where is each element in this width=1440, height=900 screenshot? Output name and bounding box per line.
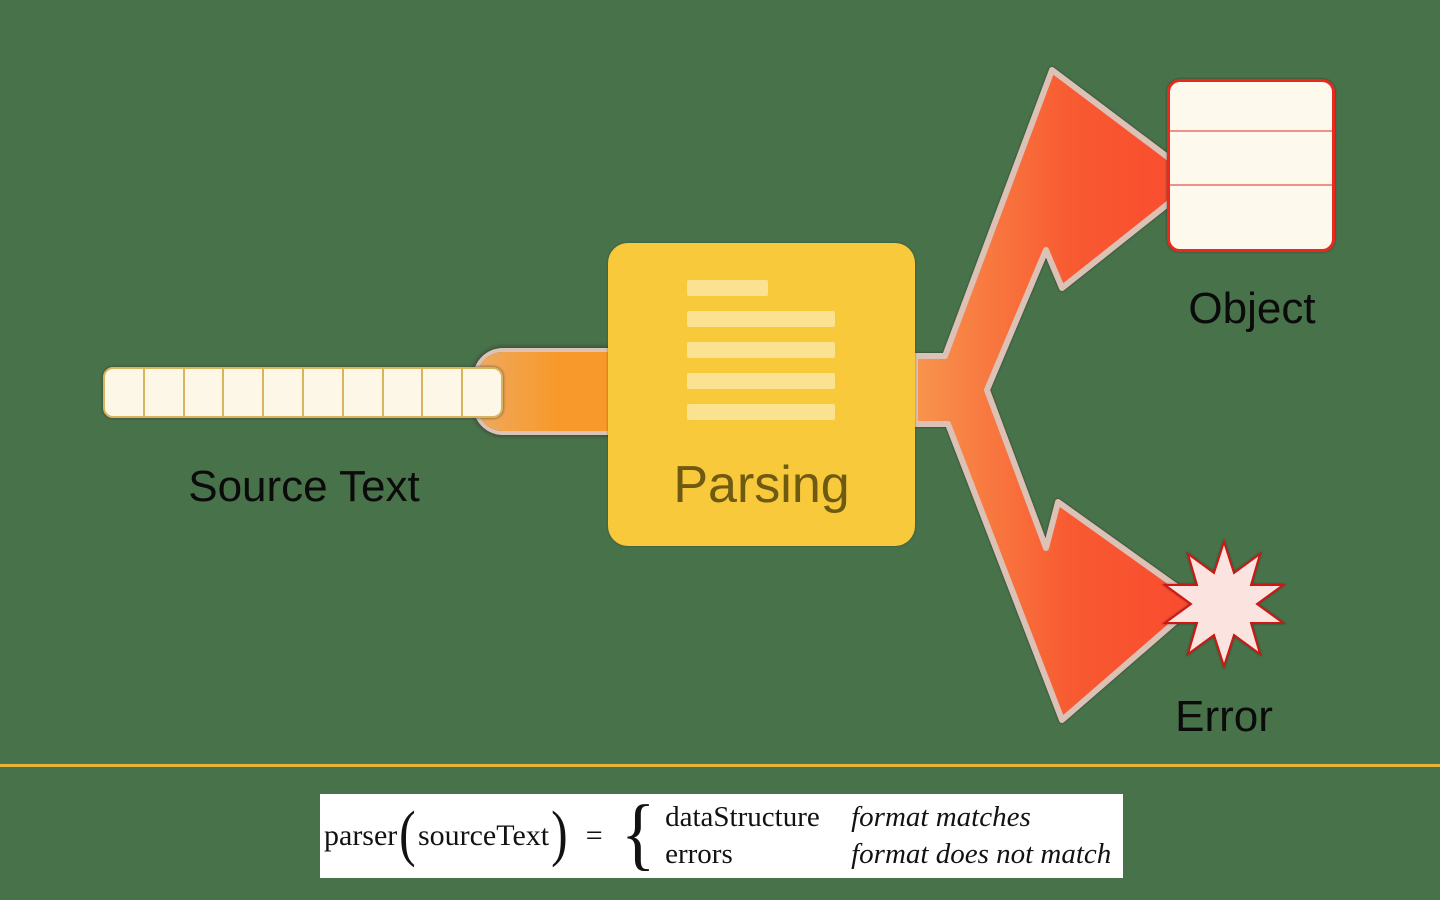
- formula-panel: parser(sourceText)={ dataStructure forma…: [320, 794, 1123, 878]
- error-label: Error: [1175, 692, 1273, 741]
- source-text-label: Source Text: [188, 462, 420, 511]
- strip-cell: [344, 369, 384, 416]
- split-arrow-shape: [912, 67, 1201, 723]
- starburst-shape: [1161, 538, 1287, 670]
- object-line: [1170, 130, 1332, 132]
- formula-cases: dataStructure format matches errors form…: [665, 799, 1111, 873]
- doc-line: [687, 404, 835, 420]
- formula-function-name: parser: [324, 819, 398, 852]
- strip-cell: [304, 369, 344, 416]
- strip-cell: [185, 369, 225, 416]
- strip-cell: [264, 369, 304, 416]
- case-condition-0: format matches: [851, 801, 1031, 833]
- object-label: Object: [1188, 284, 1316, 333]
- strip-cell: [463, 369, 501, 416]
- case-value-1: errors: [665, 838, 733, 870]
- object-box: [1167, 79, 1335, 252]
- case-value-0: dataStructure: [665, 801, 820, 833]
- source-strip: [103, 367, 503, 418]
- strip-cell: [145, 369, 185, 416]
- parsing-box: Parsing: [608, 243, 915, 546]
- parsing-label: Parsing: [673, 456, 850, 514]
- formula-equals: =: [585, 819, 603, 852]
- strip-cell: [384, 369, 424, 416]
- document-icon: [608, 243, 915, 546]
- formula-argument: sourceText: [417, 819, 550, 852]
- object-line: [1170, 184, 1332, 186]
- doc-line: [687, 342, 835, 358]
- doc-line: [687, 311, 835, 327]
- section-divider: [0, 764, 1440, 767]
- strip-cell: [423, 369, 464, 416]
- doc-line: [687, 280, 768, 296]
- strip-cell: [224, 369, 265, 416]
- doc-line: [687, 373, 835, 389]
- error-starburst: [1161, 538, 1287, 670]
- case-condition-1: format does not match: [851, 838, 1112, 870]
- strip-cell: [105, 369, 145, 416]
